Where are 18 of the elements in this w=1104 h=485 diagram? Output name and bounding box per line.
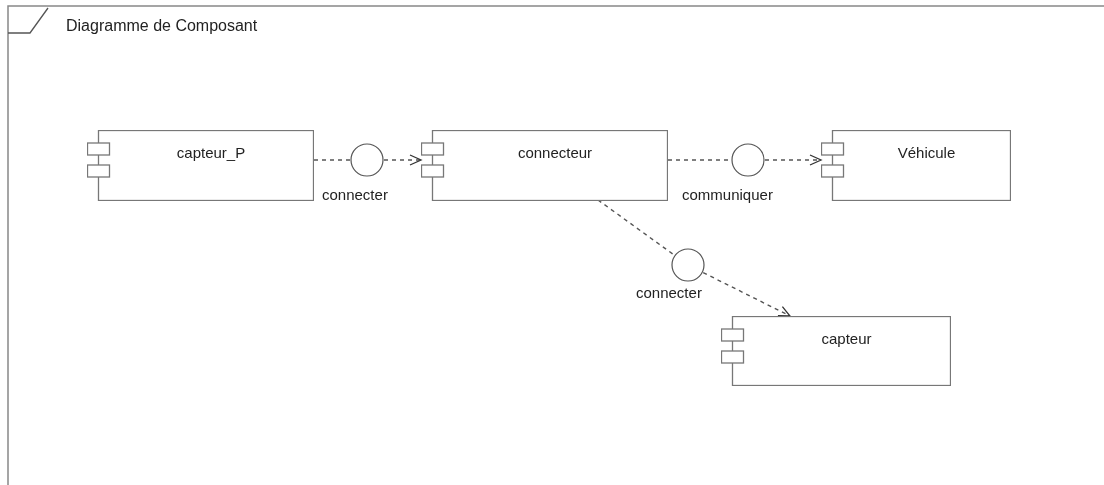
dependency-arrow [764, 154, 822, 166]
component-name: capteur [821, 330, 872, 347]
diagram-title: Diagramme de Composant [66, 18, 258, 34]
component-box [421, 130, 668, 201]
component-box [87, 130, 314, 201]
interface-circle [671, 248, 705, 282]
component-box [821, 130, 1011, 201]
dependency-arrow [702, 271, 791, 317]
component-name: capteur_P [176, 144, 246, 161]
dependency-arrow [383, 154, 422, 166]
interface-circle [350, 143, 384, 177]
component-box [721, 316, 951, 386]
interface-label: connecter [322, 187, 388, 202]
interface-circle [731, 143, 765, 177]
interface-label: communiquer [682, 187, 773, 202]
interface-label: connecter [636, 285, 702, 300]
component-name: connecteur [517, 144, 593, 161]
component-name: Véhicule [897, 144, 956, 161]
